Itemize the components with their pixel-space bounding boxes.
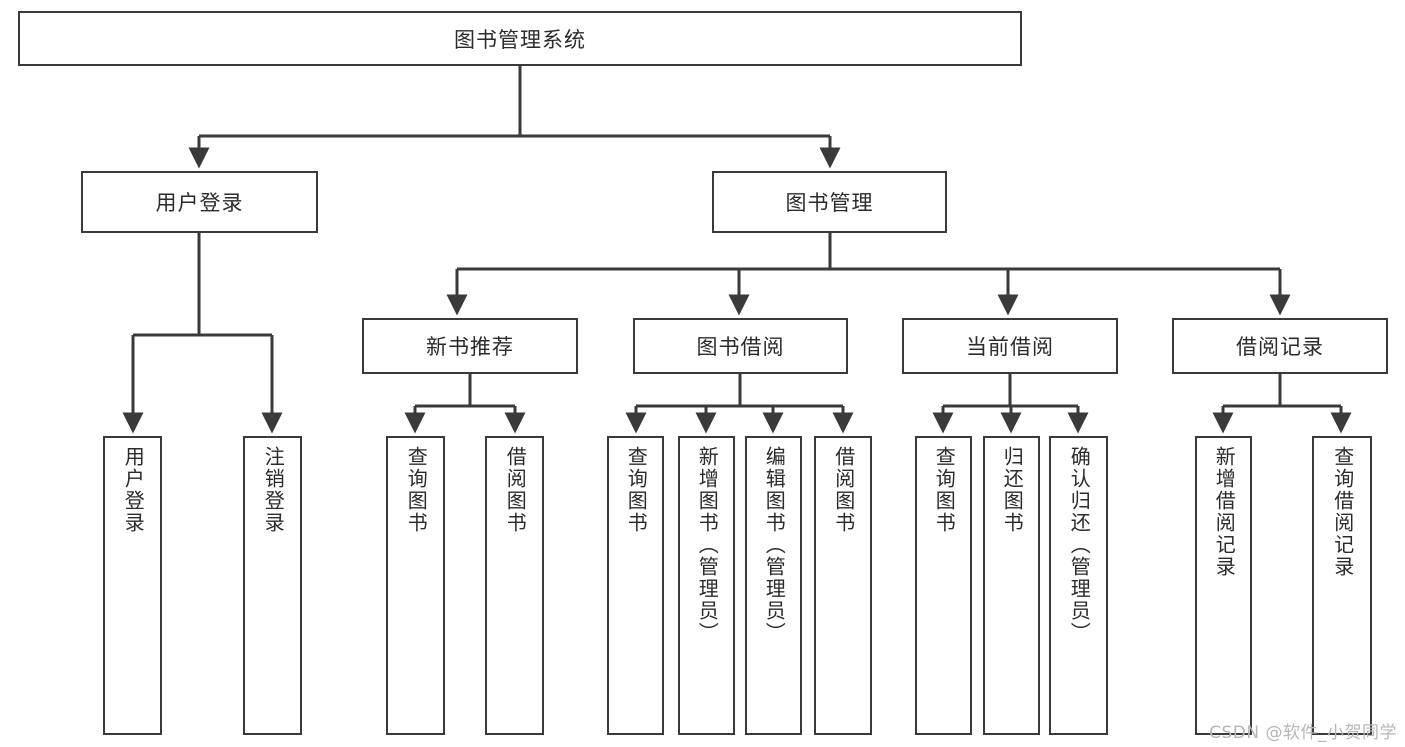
node-leaf-edit-book-admin[interactable]: 编辑图书（管理员） [745,436,802,735]
node-borrowing-record-label: 借阅记录 [1236,335,1324,359]
node-book-borrowing-label: 图书借阅 [696,335,785,359]
node-leaf-add-book-admin-label: 新增图书（管理员） [695,446,720,644]
node-book-borrowing[interactable]: 图书借阅 [633,318,848,374]
node-leaf-query-book-current-label: 查询图书 [932,446,957,534]
node-leaf-borrow-book-rec-label: 借阅图书 [503,446,528,534]
node-leaf-edit-book-admin-label: 编辑图书（管理员） [762,446,787,644]
node-leaf-return-book-label: 归还图书 [1000,446,1025,534]
node-user-login[interactable]: 用户登录 [81,171,318,233]
node-leaf-borrow-book-label: 借阅图书 [831,446,856,534]
node-current-borrowing[interactable]: 当前借阅 [902,318,1118,374]
node-leaf-query-book-rec-label: 查询图书 [404,446,429,534]
node-leaf-user-login[interactable]: 用户登录 [103,436,162,735]
node-leaf-query-book-rec[interactable]: 查询图书 [386,436,445,735]
node-borrowing-record[interactable]: 借阅记录 [1172,318,1388,374]
node-leaf-query-book-borrow-label: 查询图书 [624,446,649,534]
node-root[interactable]: 图书管理系统 [18,11,1022,66]
node-leaf-borrow-book[interactable]: 借阅图书 [814,436,872,735]
node-leaf-add-borrow-record-label: 新增借阅记录 [1212,446,1237,578]
node-leaf-confirm-return-admin[interactable]: 确认归还（管理员） [1049,436,1108,735]
csdn-watermark: CSDN @软件_小贺同学 [1209,723,1397,743]
node-user-login-label: 用户登录 [155,191,244,215]
node-leaf-add-book-admin[interactable]: 新增图书（管理员） [678,436,735,735]
node-leaf-return-book[interactable]: 归还图书 [983,436,1040,735]
node-root-label: 图书管理系统 [454,27,586,52]
node-leaf-confirm-return-admin-label: 确认归还（管理员） [1067,446,1092,644]
node-current-borrowing-label: 当前借阅 [966,335,1054,359]
node-leaf-user-login-label: 用户登录 [121,446,146,534]
node-leaf-query-book-current[interactable]: 查询图书 [915,436,972,735]
node-leaf-query-borrow-record[interactable]: 查询借阅记录 [1312,436,1372,735]
node-leaf-query-borrow-record-label: 查询借阅记录 [1330,446,1355,578]
node-leaf-logout[interactable]: 注销登录 [243,436,302,735]
node-new-book-recommendation[interactable]: 新书推荐 [362,318,578,374]
node-leaf-query-book-borrow[interactable]: 查询图书 [607,436,664,735]
node-book-management-label: 图书管理 [785,191,874,215]
node-new-book-recommendation-label: 新书推荐 [426,335,514,359]
node-leaf-add-borrow-record[interactable]: 新增借阅记录 [1195,436,1252,735]
node-leaf-logout-label: 注销登录 [261,446,286,534]
node-leaf-borrow-book-rec[interactable]: 借阅图书 [485,436,544,735]
node-book-management[interactable]: 图书管理 [712,171,947,233]
